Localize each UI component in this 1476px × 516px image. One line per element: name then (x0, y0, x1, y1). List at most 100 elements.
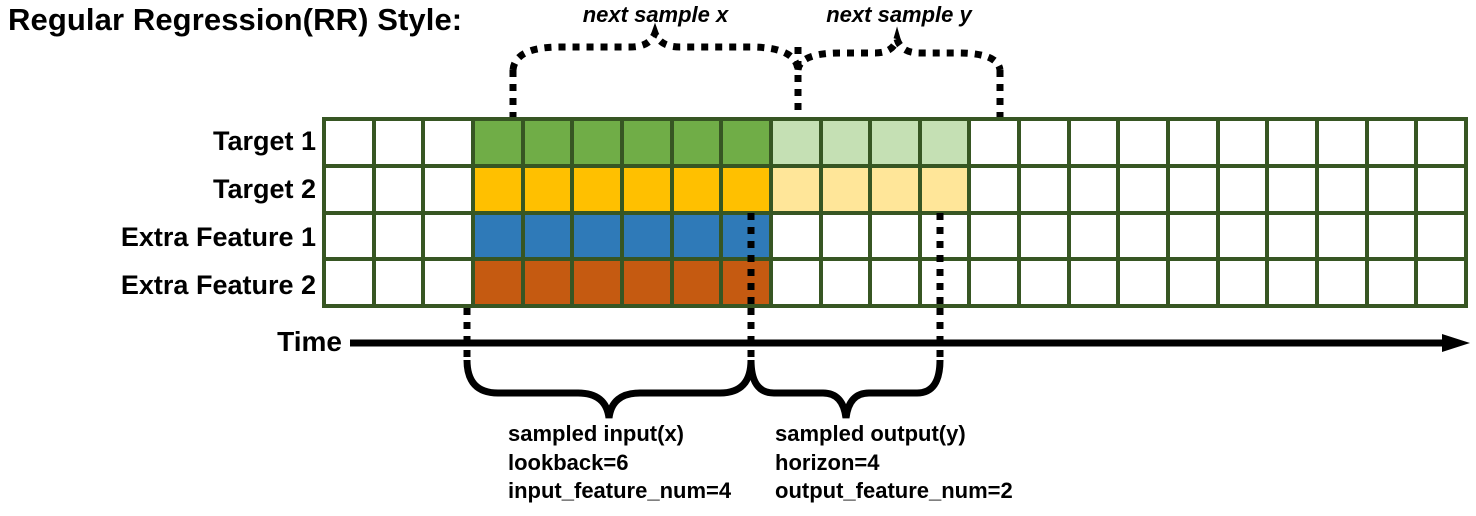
brace-next-sample-y (794, 26, 1004, 71)
grid-cell-r1-c21 (1319, 121, 1365, 164)
grid-cell-r2-c18 (1170, 167, 1216, 211)
grid-cell-r1-c22 (1368, 121, 1415, 164)
grid-cell-r2-c1 (326, 167, 372, 211)
annotation-sampled-input: sampled input(x) lookback=6 input_featur… (508, 420, 731, 506)
annotation-next-sample-x: next sample x (582, 2, 729, 27)
grid-cell-r3-c8 (673, 214, 720, 258)
grid-cell-r4-c4 (474, 261, 521, 304)
grid-cell-r1-c16 (1070, 121, 1117, 164)
grid-cell-r1-c14 (971, 121, 1018, 164)
grid-cell-r1-c23 (1418, 121, 1464, 164)
row-label-target-2: Target 2 (212, 174, 316, 204)
grid-cell-r1-c20 (1269, 121, 1316, 164)
grid-cell-r3-c3 (425, 214, 471, 258)
sampled-output-line-3: output_feature_num=2 (775, 478, 1013, 504)
row-label-target-1: Target 1 (212, 126, 316, 156)
time-axis-arrow (350, 334, 1470, 352)
grid-cell-r1-c15 (1021, 121, 1067, 164)
grid-cell-r3-c15 (1021, 214, 1067, 258)
grid-cell-r3-c23 (1418, 214, 1464, 258)
grid-cell-r2-c10 (772, 167, 819, 211)
grid-cell-r1-c10 (772, 121, 819, 164)
grid-cell-r2-c17 (1120, 167, 1167, 211)
grid-cell-r2-c2 (375, 167, 422, 211)
grid-cell-r3-c20 (1269, 214, 1316, 258)
grid-cell-r1-c3 (425, 121, 471, 164)
grid-cell-r1-c7 (623, 121, 670, 164)
grid-cell-r4-c5 (524, 261, 571, 304)
grid-cell-r2-c22 (1368, 167, 1415, 211)
grid-cell-r3-c10 (772, 214, 819, 258)
brace-sampled-input (463, 359, 755, 419)
grid-cell-r3-c13 (921, 214, 968, 258)
grid-cell-r3-c17 (1120, 214, 1167, 258)
row-label-extra-feature-1: Extra Feature 1 (120, 222, 316, 252)
sampled-input-line-2: lookback=6 (508, 449, 629, 475)
grid-cell-r2-c12 (872, 167, 918, 211)
sampled-output-line-1: sampled output(y) (775, 421, 966, 446)
grid-cell-r4-c2 (375, 261, 422, 304)
grid-cell-r4-c12 (872, 261, 918, 304)
grid-cell-r4-c19 (1219, 261, 1266, 304)
grid-cell-r2-c14 (971, 167, 1018, 211)
grid-cell-r4-c9 (723, 261, 769, 304)
grid-cell-r2-c20 (1269, 167, 1316, 211)
grid-cell-r3-c21 (1319, 214, 1365, 258)
grid-cell-r2-c9 (723, 167, 769, 211)
sampled-output-line-2: horizon=4 (775, 449, 880, 475)
grid-cell-r2-c8 (673, 167, 720, 211)
grid-cell-r2-c3 (425, 167, 471, 211)
grid-cell-r3-c14 (971, 214, 1018, 258)
grid-cell-r1-c13 (921, 121, 968, 164)
grid-cell-r4-c23 (1418, 261, 1464, 304)
sampled-input-line-1: sampled input(x) (508, 421, 685, 446)
grid-cell-r4-c8 (673, 261, 720, 304)
grid-cell-r1-c6 (574, 121, 620, 164)
grid-cell-r4-c3 (425, 261, 471, 304)
grid-cell-r3-c6 (574, 214, 620, 258)
grid-cell-r2-c6 (574, 167, 620, 211)
grid-cell-r3-c4 (474, 214, 521, 258)
grid-cell-r2-c11 (822, 167, 869, 211)
row-label-extra-feature-2: Extra Feature 2 (120, 270, 316, 300)
grid-cell-r3-c22 (1368, 214, 1415, 258)
grid-cell-r4-c14 (971, 261, 1018, 304)
brace-sampled-output (747, 359, 944, 419)
grid-cell-r1-c18 (1170, 121, 1216, 164)
grid-cell-r3-c12 (872, 214, 918, 258)
grid-cell-r4-c16 (1070, 261, 1117, 304)
grid-cell-r4-c7 (623, 261, 670, 304)
grid-cell-r4-c20 (1269, 261, 1316, 304)
grid-cell-r3-c2 (375, 214, 422, 258)
grid-cell-r3-c7 (623, 214, 670, 258)
grid-cell-r2-c5 (524, 167, 571, 211)
grid-cell-r4-c18 (1170, 261, 1216, 304)
grid-cell-r1-c17 (1120, 121, 1167, 164)
grid-cell-r2-c19 (1219, 167, 1266, 211)
grid-cell-r3-c19 (1219, 214, 1266, 258)
grid-cell-r2-c16 (1070, 167, 1117, 211)
annotation-sampled-output: sampled output(y) horizon=4 output_featu… (775, 420, 1013, 506)
grid-cell-r4-c21 (1319, 261, 1365, 304)
grid-cell-r1-c4 (474, 121, 521, 164)
grid-cell-r2-c23 (1418, 167, 1464, 211)
grid-cell-r2-c7 (623, 167, 670, 211)
grid-cell-r3-c1 (326, 214, 372, 258)
grid-cell-r1-c2 (375, 121, 422, 164)
grid-cell-r3-c18 (1170, 214, 1216, 258)
grid-cell-r3-c9 (723, 214, 769, 258)
grid-cell-r3-c11 (822, 214, 869, 258)
time-axis-label: Time (277, 326, 342, 357)
grid-cell-r2-c21 (1319, 167, 1365, 211)
timeline-grid (322, 117, 1468, 308)
grid-cell-r4-c15 (1021, 261, 1067, 304)
grid-cell-r3-c16 (1070, 214, 1117, 258)
sampled-input-line-3: input_feature_num=4 (508, 478, 732, 504)
grid-cell-r4-c13 (921, 261, 968, 304)
grid-cell-r1-c9 (723, 121, 769, 164)
grid-cell-r4-c11 (822, 261, 869, 304)
grid-cell-r2-c13 (921, 167, 968, 211)
grid-cell-r4-c6 (574, 261, 620, 304)
grid-cell-r1-c19 (1219, 121, 1266, 164)
